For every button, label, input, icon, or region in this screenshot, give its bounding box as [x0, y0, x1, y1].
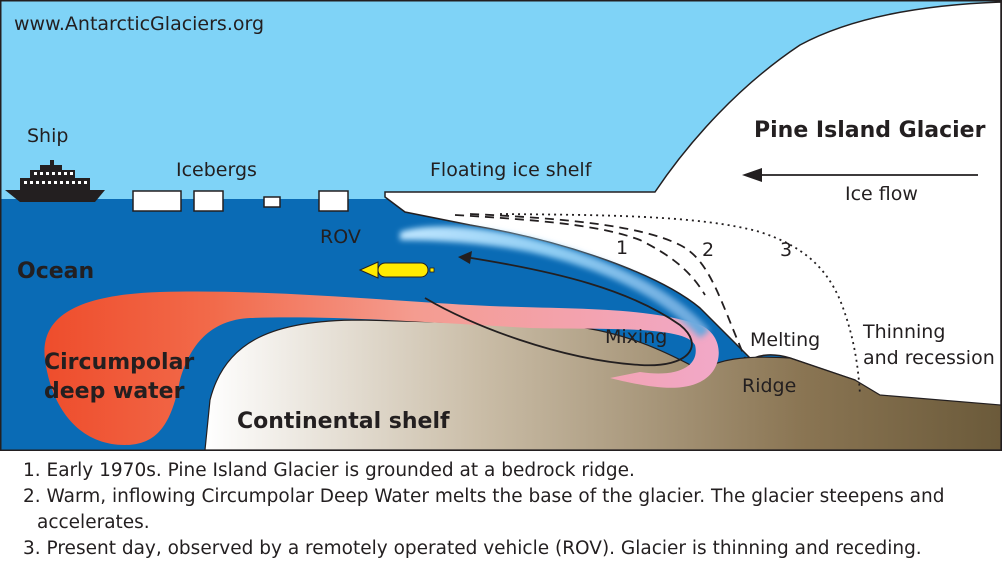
ice-flow-label: Ice flow — [845, 183, 918, 205]
stage-3-line — [499, 213, 861, 396]
source-url: www.AntarcticGlaciers.org — [14, 13, 264, 35]
ship-label: Ship — [27, 125, 68, 147]
floating-ice-shelf-label: Floating ice shelf — [430, 159, 593, 181]
pine-island-glacier-diagram: www.AntarcticGlaciers.org Ship Icebergs … — [0, 0, 1002, 451]
caption-1: 1. Early 1970s. Pine Island Glacier is g… — [23, 460, 635, 481]
stage-1-label: 1 — [616, 237, 628, 259]
mixing-arrowhead — [458, 251, 472, 264]
ridge-label: Ridge — [742, 375, 796, 397]
cdw-label-line2: deep water — [44, 379, 185, 404]
iceberg — [318, 190, 349, 212]
iceberg — [132, 190, 182, 212]
continental-shelf — [204, 319, 1002, 451]
warm-water-plume — [44, 291, 719, 445]
cdw-label-line1: Circumpolar — [44, 350, 194, 375]
ice-flow-arrowhead — [742, 168, 762, 182]
thinning-label-line2: and recession — [863, 347, 995, 369]
thinning-label-line1: Thinning — [862, 321, 945, 343]
mixing-label: Mixing — [605, 326, 667, 348]
ship-windows — [24, 172, 87, 184]
iceberg — [263, 196, 281, 208]
stage-1-line — [454, 214, 706, 296]
icebergs-label: Icebergs — [176, 159, 257, 181]
rov-label: ROV — [320, 226, 361, 248]
stage-2-label: 2 — [702, 239, 714, 261]
iceberg — [193, 190, 224, 212]
caption-list: 1. Early 1970s. Pine Island Glacier is g… — [23, 458, 993, 562]
stage-2-line — [469, 213, 746, 359]
mixing-loop-arrow — [424, 256, 693, 367]
continental-shelf-label: Continental shelf — [237, 409, 450, 434]
rov-icon — [358, 261, 435, 279]
caption-3: 3. Present day, observed by a remotely o… — [23, 538, 922, 559]
caption-2: 2. Warm, inflowing Circumpolar Deep Wate… — [23, 486, 945, 533]
ocean-label: Ocean — [17, 259, 94, 284]
diagram-frame — [0, 0, 1002, 451]
glacier-name-label: Pine Island Glacier — [754, 118, 986, 143]
stage-3-label: 3 — [780, 239, 792, 261]
meltwater-plume — [400, 226, 710, 338]
melting-label: Melting — [750, 329, 820, 351]
